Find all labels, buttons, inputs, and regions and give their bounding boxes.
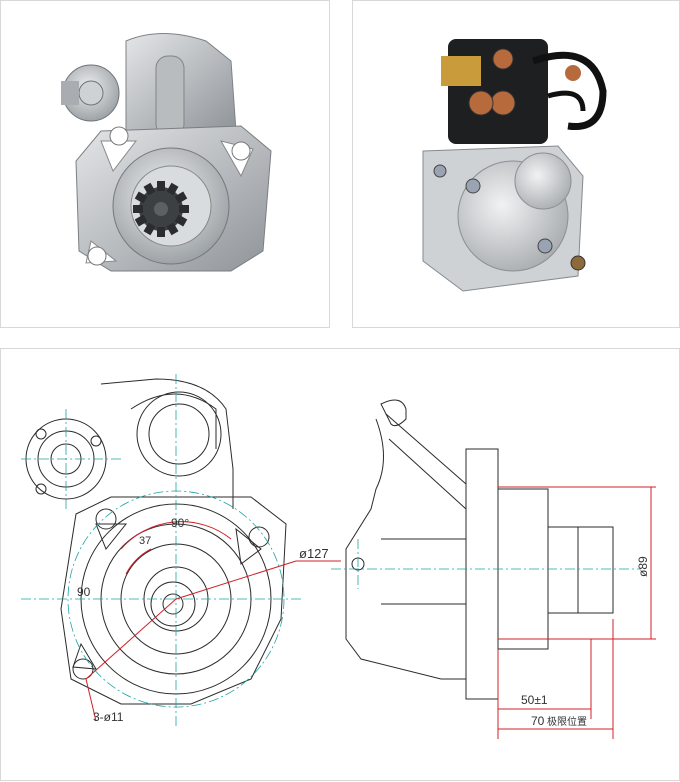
rear-view-photo [352, 0, 680, 328]
dim-length-b-note: 极限位置 [547, 715, 587, 728]
dim-angle-top: 90° [171, 516, 189, 530]
front-view-photo [0, 0, 330, 328]
dim-angle-left: 90 [77, 585, 91, 599]
dim-length-a: 50±1 [521, 693, 548, 707]
starter-front-illustration [61, 33, 272, 272]
technical-drawing: ø127 90° 37 90 3-ø11 ø89 50±1 70 极限位置 [0, 348, 680, 781]
dim-outer-diameter: ø127 [299, 546, 329, 561]
drawing-svg: ø127 90° 37 90 3-ø11 ø89 50±1 70 极限位置 [21, 374, 656, 739]
dim-angle-small: 37 [139, 535, 151, 547]
dim-holes: 3-ø11 [93, 710, 124, 724]
dim-length-b: 70 [531, 714, 545, 728]
starter-rear-illustration [422, 39, 607, 292]
dim-pinion-diameter: ø89 [636, 556, 650, 577]
